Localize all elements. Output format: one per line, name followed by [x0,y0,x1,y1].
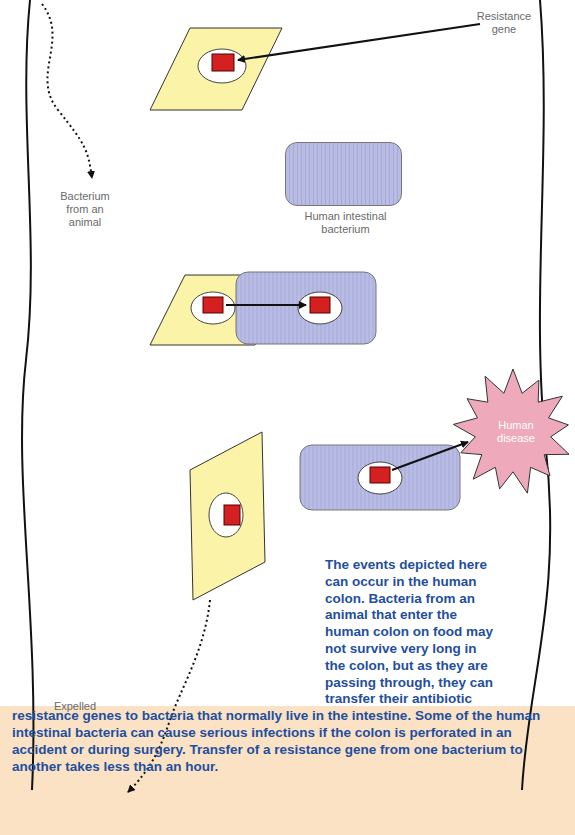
plasmid [209,493,243,537]
plasmid [191,292,235,324]
resistance-gene [310,297,330,313]
animal-bacterium [190,432,265,600]
plasmid [298,292,342,324]
disease-arrow [392,442,468,470]
resistance-gene [370,467,390,483]
bacterium-node: Human intestinal bacterium [283,140,408,240]
spacer [495,557,565,708]
spacer [12,557,325,708]
disease-starburst: Human disease [452,368,574,496]
intestinal-bacterium [285,142,402,206]
text-label: Bacterium from an animal [52,190,118,229]
resistance-gene [203,297,223,313]
intestinal-bacterium [236,272,376,344]
disease-label: Human disease [480,419,552,445]
colon-wall [22,0,33,790]
plasmid [358,462,402,494]
resistance-gene [224,505,240,525]
leader-line [238,24,480,60]
starburst-shape [453,369,569,493]
caption: The events depicted here can occur in th… [12,557,540,774]
bacterium-label: Human intestinal bacterium [291,210,400,236]
entry-path [42,4,92,178]
animal-bacterium [150,28,282,110]
transfer-arrow [226,304,306,306]
resistance-gene [212,54,234,71]
caption-block: The events depicted here can occur in th… [12,557,565,775]
plasmid [198,49,246,83]
text-label: Resistance gene [468,10,540,36]
